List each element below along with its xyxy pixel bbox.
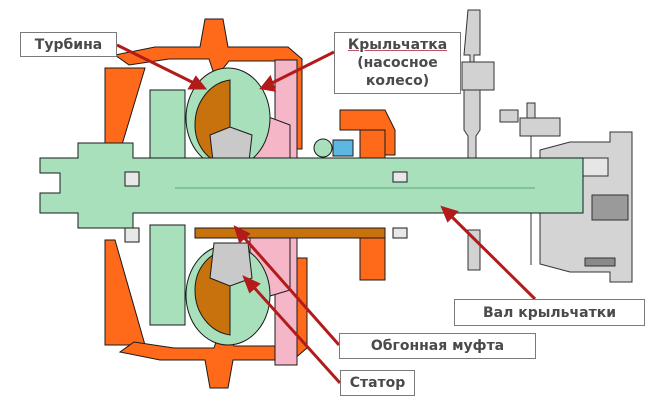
arrow-impeller xyxy=(267,50,335,87)
arrow-shaft xyxy=(446,211,537,301)
label-impeller-shaft-text: Вал крыльчатки xyxy=(482,304,617,321)
arrow-clutch xyxy=(238,232,341,346)
label-turbine-text: Турбина xyxy=(34,36,103,53)
label-one-way-clutch: Обгонная муфта xyxy=(339,333,536,359)
impeller-shaft xyxy=(39,142,584,229)
label-stator: Статор xyxy=(340,370,415,396)
arrow-stator xyxy=(248,281,342,385)
callout-arrows xyxy=(116,43,537,385)
bearings xyxy=(124,138,408,243)
label-impeller-shaft: Вал крыльчатки xyxy=(454,299,645,326)
label-impeller-line2: (насосное xyxy=(357,55,438,71)
sensor-probe xyxy=(499,102,561,265)
arrow-turbine xyxy=(116,43,199,87)
label-stator-text: Статор xyxy=(349,375,406,391)
label-impeller: Крыльчатка (насосное колесо) xyxy=(334,32,461,94)
label-impeller-line3: колесо) xyxy=(365,73,430,89)
label-impeller-line1: Крыльчатка xyxy=(347,37,448,53)
label-one-way-clutch-text: Обгонная муфта xyxy=(370,338,505,354)
label-turbine: Турбина xyxy=(20,32,117,57)
